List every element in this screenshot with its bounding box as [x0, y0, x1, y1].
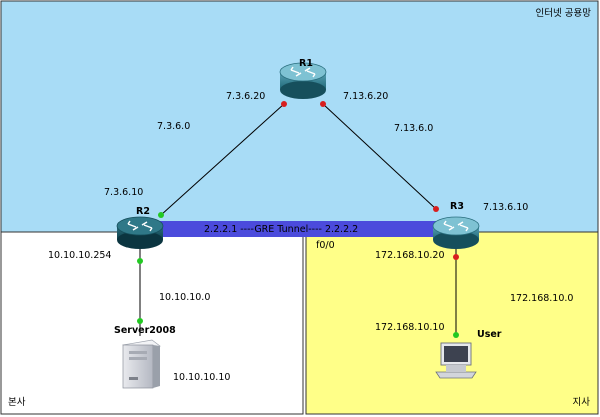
r2-label: R2 — [136, 206, 150, 217]
r2-lan-ip: 10.10.10.254 — [48, 250, 111, 261]
tunnel-label: 2.2.2.1 ----GRE Tunnel---- 2.2.2.2 — [204, 224, 358, 235]
gre-tunnel — [155, 221, 445, 237]
r1-label: R1 — [299, 58, 313, 69]
user-pc-icon[interactable] — [435, 342, 477, 379]
r1-r3-r3-ip: 7.13.6.10 — [483, 202, 528, 213]
r1-r2-r2-ip: 7.3.6.10 — [104, 187, 143, 198]
server-label: Server2008 — [114, 325, 176, 336]
router-r1[interactable] — [279, 62, 327, 99]
internet-zone — [0, 0, 599, 233]
r1-r2-r1-ip: 7.3.6.20 — [226, 91, 265, 102]
status-dot-up — [137, 318, 143, 324]
hq-zone-label: 본사 — [8, 397, 26, 408]
r1-r2-network: 7.3.6.0 — [157, 121, 190, 132]
status-dot-down — [453, 254, 459, 260]
internet-zone-label: 인터넷 공용망 — [536, 8, 592, 19]
status-dot-down — [320, 101, 326, 107]
link-r1-r2 — [160, 103, 285, 216]
status-dot-down — [281, 101, 287, 107]
status-dot-up — [158, 212, 164, 218]
r3-interface: f0/0 — [316, 240, 335, 251]
branch-lan-network: 172.168.10.0 — [510, 293, 573, 304]
router-r3[interactable] — [432, 216, 480, 249]
r3-lan-ip: 172.168.10.20 — [375, 250, 445, 261]
link-r1-r3 — [322, 103, 437, 210]
hq-lan-network: 10.10.10.0 — [159, 292, 210, 303]
status-dot-up — [137, 258, 143, 264]
r1-r3-network: 7.13.6.0 — [394, 123, 433, 134]
status-dot-up — [453, 332, 459, 338]
router-arrows-icon — [443, 220, 469, 232]
router-r2[interactable] — [116, 216, 164, 249]
status-dot-down — [433, 206, 439, 212]
user-label: User — [477, 329, 502, 340]
r1-r3-r1-ip: 7.13.6.20 — [343, 91, 388, 102]
router-arrows-icon — [127, 220, 153, 232]
server-icon[interactable] — [122, 339, 161, 389]
r3-label: R3 — [450, 201, 464, 212]
router-arrows-icon — [290, 66, 316, 78]
branch-zone — [305, 231, 599, 415]
server-ip: 10.10.10.10 — [173, 372, 230, 383]
branch-zone-label: 지사 — [573, 397, 591, 408]
user-ip: 172.168.10.10 — [375, 322, 445, 333]
